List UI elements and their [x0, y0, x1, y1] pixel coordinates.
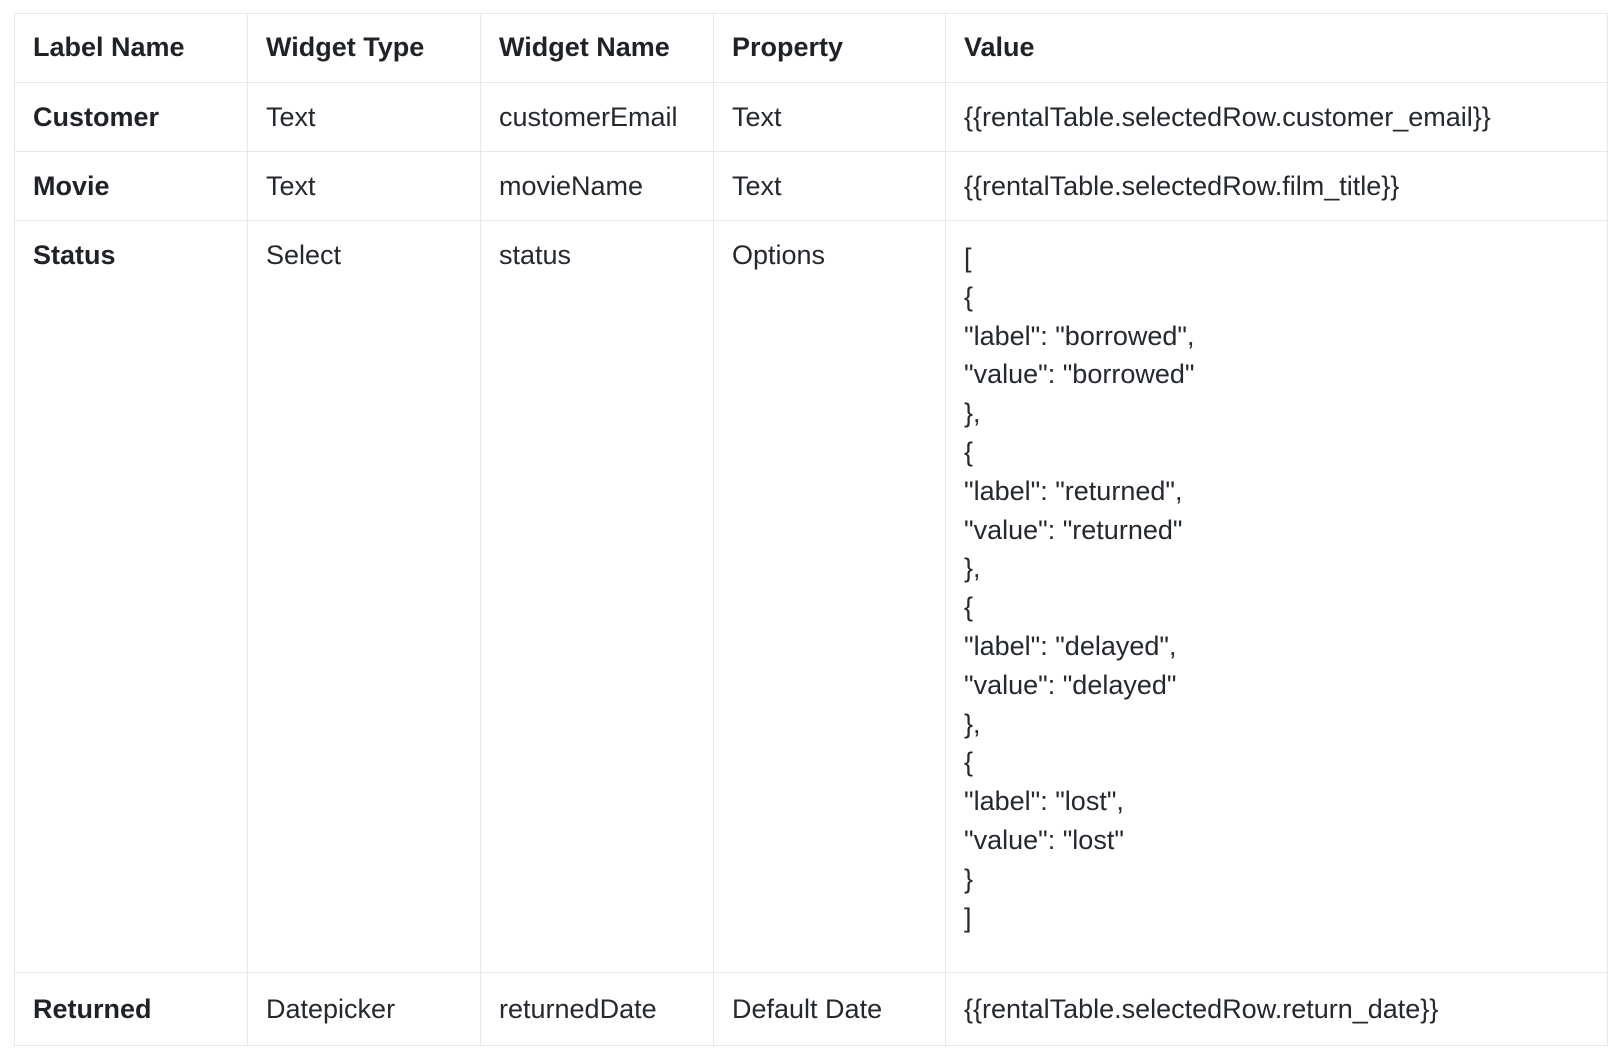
table-header: Label Name Widget Type Widget Name Prope…	[14, 13, 1608, 83]
cell-property: Text	[713, 82, 946, 152]
cell-widget-type: Datepicker	[247, 972, 481, 1046]
cell-value: [ { "label": "borrowed", "value": "borro…	[945, 220, 1608, 973]
cell-value: {{rentalTable.selectedRow.return_date}}	[945, 972, 1608, 1046]
cell-widget-type: Text	[247, 151, 481, 221]
column-header-label-name: Label Name	[14, 13, 248, 83]
cell-value: {{rentalTable.selectedRow.customer_email…	[945, 82, 1608, 152]
options-json-block: [ { "label": "borrowed", "value": "borro…	[964, 243, 1195, 933]
cell-label-name: Customer	[14, 82, 248, 152]
table-row: Returned Datepicker returnedDate Default…	[14, 972, 1608, 1046]
table-row: Customer Text customerEmail Text {{renta…	[14, 82, 1608, 152]
cell-property: Default Date	[713, 972, 946, 1046]
table-header-row: Label Name Widget Type Widget Name Prope…	[14, 13, 1608, 83]
column-header-value: Value	[945, 13, 1608, 83]
cell-label-name: Movie	[14, 151, 248, 221]
widget-specification-table: Label Name Widget Type Widget Name Prope…	[14, 13, 1608, 1046]
cell-label-name: Returned	[14, 972, 248, 1046]
cell-property: Options	[713, 220, 946, 973]
value-binding-expression: {{rentalTable.selectedRow.customer_email…	[964, 102, 1491, 132]
cell-widget-name: movieName	[480, 151, 714, 221]
cell-widget-name: customerEmail	[480, 82, 714, 152]
value-binding-expression: {{rentalTable.selectedRow.film_title}}	[964, 171, 1400, 201]
cell-property: Text	[713, 151, 946, 221]
cell-widget-name: status	[480, 220, 714, 973]
table-row: Status Select status Options [ { "label"…	[14, 220, 1608, 973]
value-binding-expression: {{rentalTable.selectedRow.return_date}}	[964, 994, 1439, 1024]
cell-label-name: Status	[14, 220, 248, 973]
table-row: Movie Text movieName Text {{rentalTable.…	[14, 151, 1608, 221]
table-body: Customer Text customerEmail Text {{renta…	[14, 82, 1608, 1046]
cell-value: {{rentalTable.selectedRow.film_title}}	[945, 151, 1608, 221]
cell-widget-name: returnedDate	[480, 972, 714, 1046]
column-header-property: Property	[713, 13, 946, 83]
column-header-widget-name: Widget Name	[480, 13, 714, 83]
cell-widget-type: Select	[247, 220, 481, 973]
cell-widget-type: Text	[247, 82, 481, 152]
column-header-widget-type: Widget Type	[247, 13, 481, 83]
